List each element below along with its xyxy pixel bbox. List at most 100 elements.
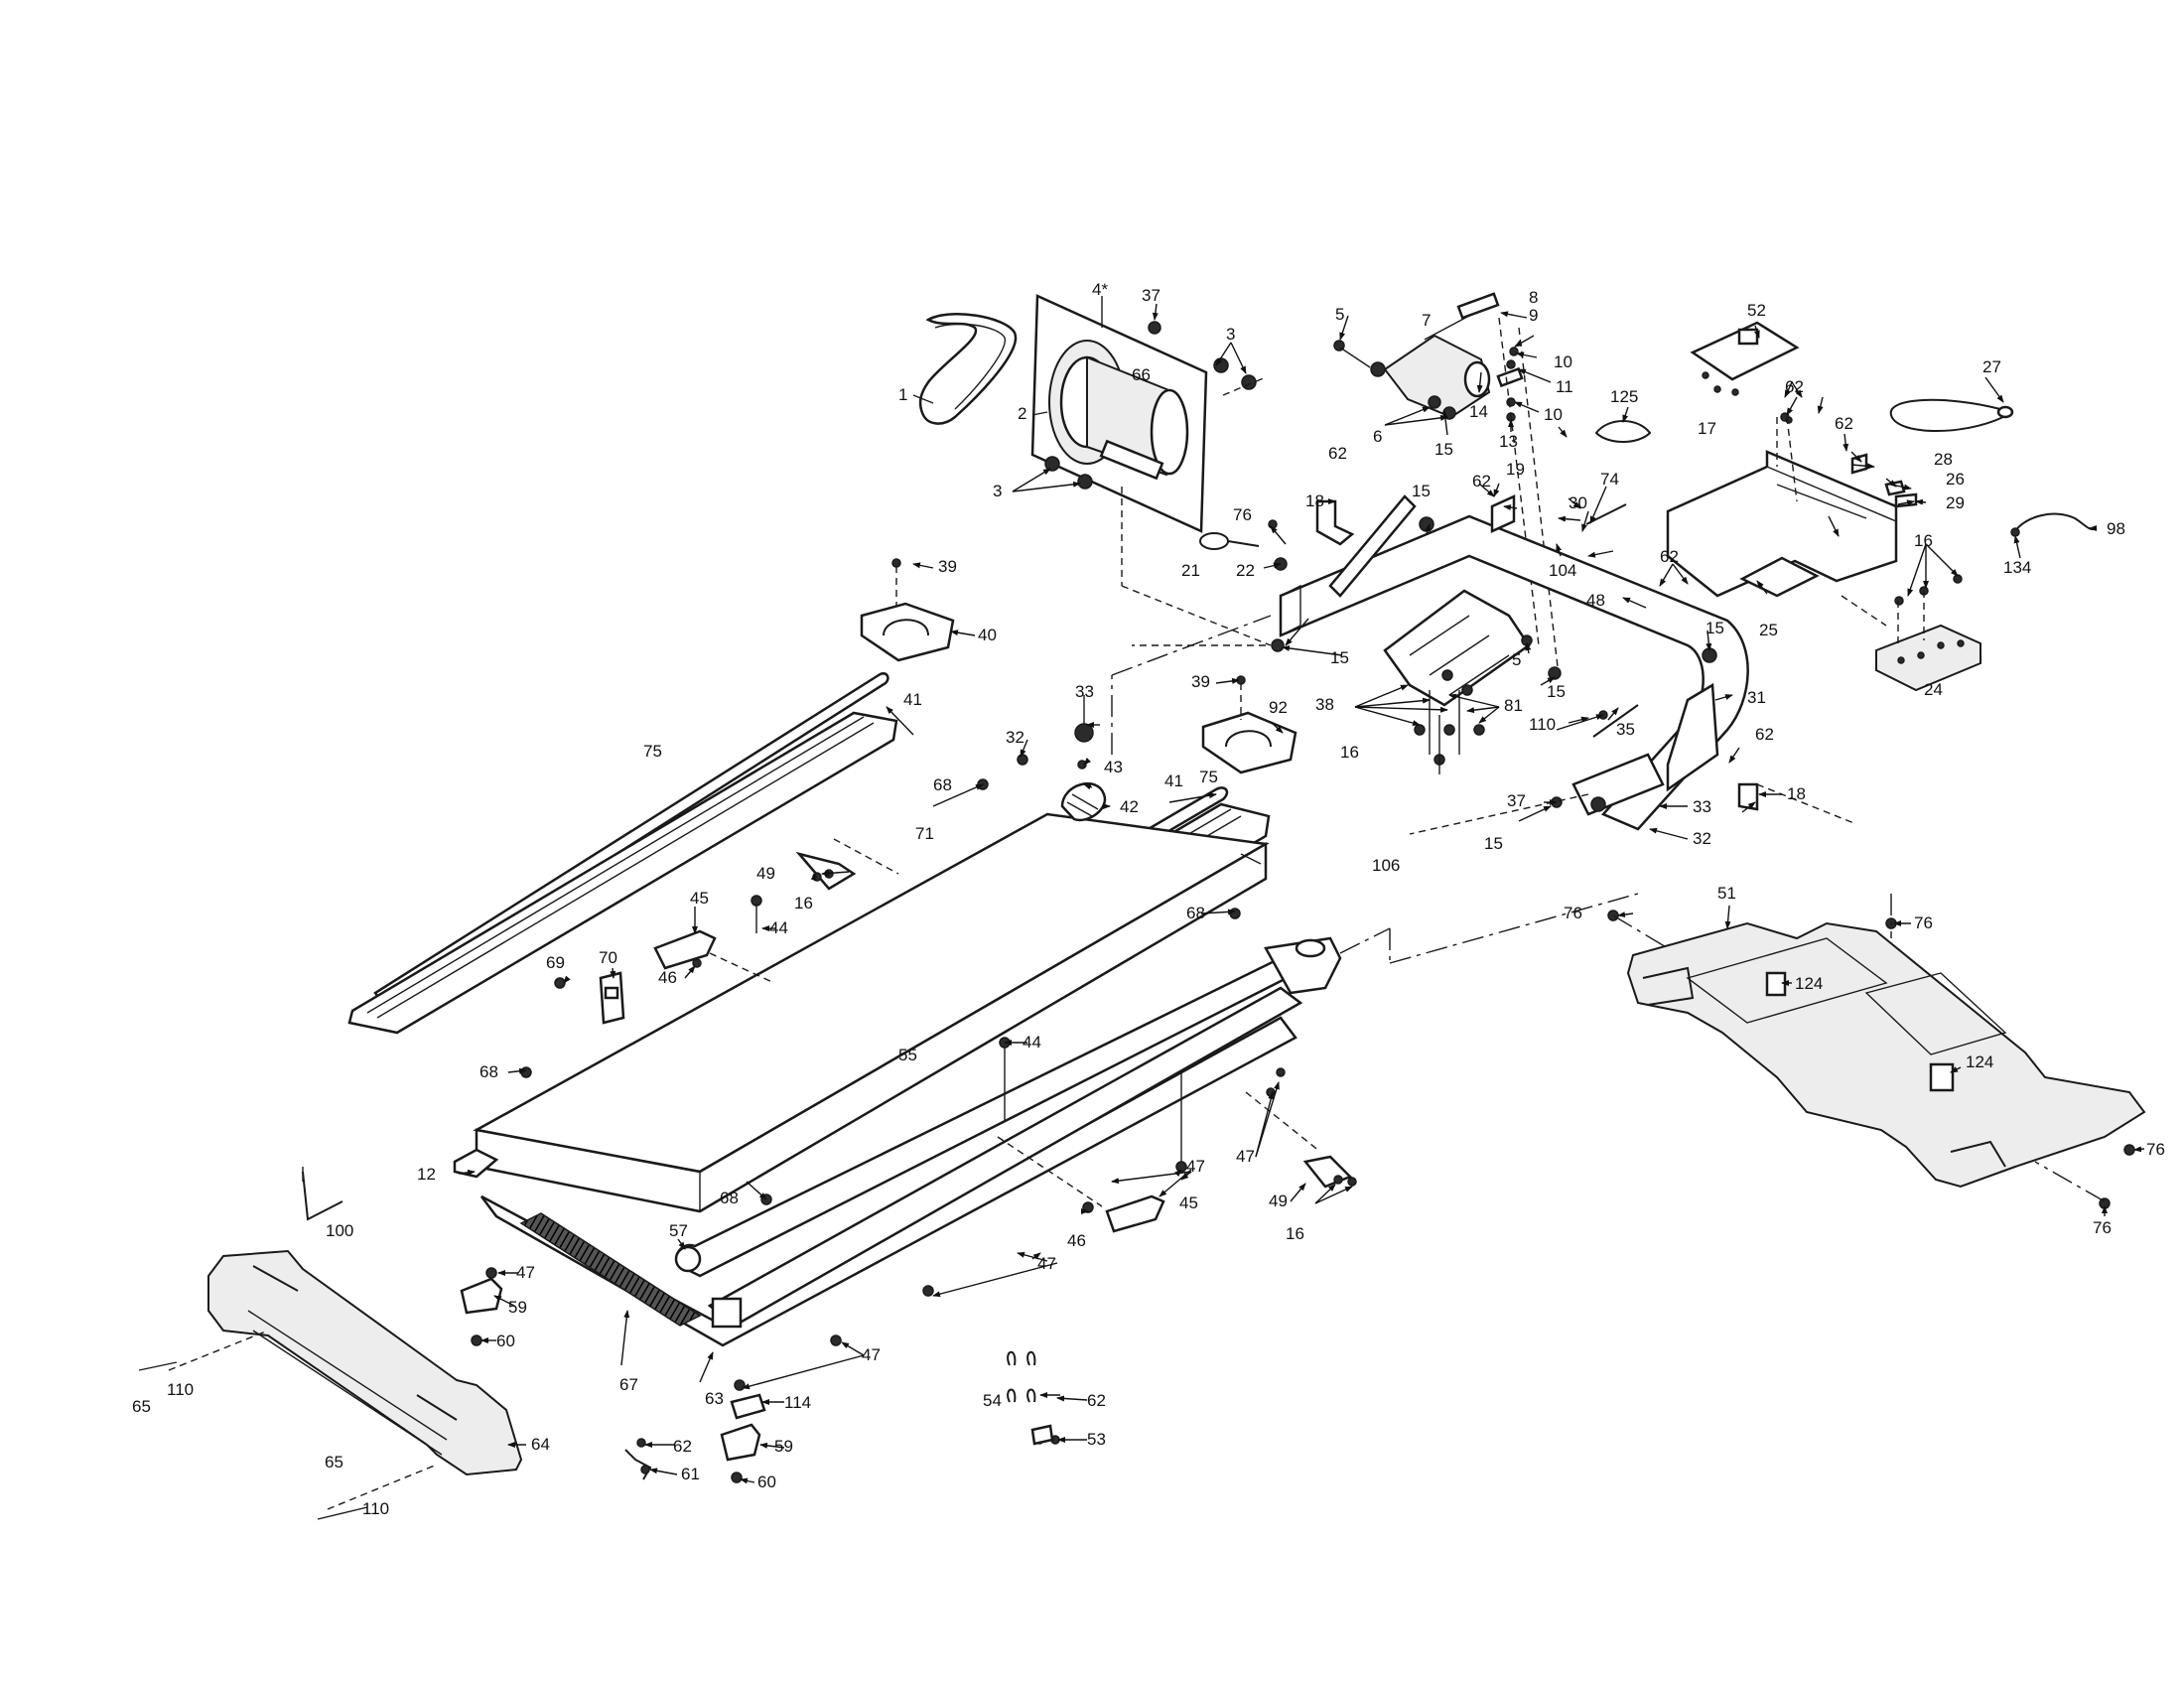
- label-13: 13: [1499, 432, 1518, 451]
- label-114: 114: [784, 1393, 811, 1412]
- bracket-18-bottom: [1737, 782, 1759, 811]
- label-98: 98: [2107, 519, 2125, 538]
- label-16-top-right: 16: [1914, 531, 1933, 550]
- label-104: 104: [1549, 561, 1576, 580]
- fuse-26: [1884, 480, 1906, 496]
- label-59-right: 59: [774, 1437, 793, 1456]
- label-3-top: 3: [1226, 325, 1235, 344]
- label-74: 74: [1600, 470, 1619, 489]
- label-67: 67: [619, 1375, 638, 1394]
- rear-endcap-assembly: [138, 1167, 523, 1520]
- label-24: 24: [1924, 680, 1943, 699]
- label-32-right: 32: [1693, 829, 1711, 848]
- label-110-top: 110: [1529, 715, 1556, 734]
- power-cord-27: [1889, 398, 2004, 432]
- label-110-left: 110: [167, 1380, 194, 1399]
- label-7: 7: [1422, 311, 1431, 330]
- label-75-left: 75: [643, 742, 662, 761]
- label-76-top: 76: [1233, 505, 1252, 524]
- label-37-bottom: 37: [1507, 791, 1526, 810]
- label-18-top: 18: [1305, 491, 1324, 510]
- end-cap-40: [860, 602, 955, 662]
- controller-tray-25: [1666, 450, 1898, 598]
- label-35: 35: [1616, 720, 1635, 739]
- label-106: 106: [1372, 856, 1400, 875]
- label-62-a: 62: [1328, 444, 1347, 463]
- motor-bracket-center: [1383, 589, 1531, 707]
- label-70: 70: [599, 948, 617, 967]
- label-68-a: 68: [933, 775, 952, 794]
- label-43: 43: [1104, 758, 1123, 776]
- label-124-upper: [1765, 971, 1787, 997]
- label-76-hood-left: 76: [1564, 904, 1582, 922]
- clip-53: [1030, 1424, 1054, 1446]
- label-61: 61: [681, 1465, 700, 1483]
- label-53: 53: [1087, 1430, 1106, 1449]
- label-62-b: 62: [1472, 472, 1491, 491]
- label-62-h: 62: [1087, 1391, 1106, 1410]
- label-65-bottom: 65: [325, 1453, 343, 1472]
- frame-side-plate-right: [1666, 682, 1719, 792]
- drive-belt: [918, 313, 1018, 425]
- label-46-right: 46: [1067, 1231, 1086, 1250]
- incline-motor: [1383, 334, 1491, 419]
- label-1: 1: [898, 385, 907, 404]
- label-33-left: 33: [1075, 682, 1094, 701]
- label-30: 30: [1569, 493, 1587, 512]
- label-27: 27: [1982, 357, 2001, 376]
- wire-98: [2014, 512, 2098, 532]
- label-46-left: 46: [658, 968, 677, 987]
- label-4: 4*: [1092, 280, 1108, 299]
- hex-key-100: [302, 1171, 343, 1221]
- label-124-upper: 124: [1795, 974, 1823, 993]
- label-16-mid: 16: [1340, 743, 1359, 762]
- label-62-f: 62: [1755, 725, 1774, 744]
- label-47-c: 47: [516, 1263, 535, 1282]
- label-37-top: 37: [1142, 286, 1160, 305]
- spacer-114: [730, 1393, 766, 1420]
- label-40: 40: [978, 626, 997, 644]
- label-18-bottom: 18: [1787, 784, 1806, 803]
- side-rail-left: [347, 558, 955, 1035]
- label-48: 48: [1586, 591, 1605, 610]
- label-76-hood-right: 76: [1914, 913, 1933, 932]
- filter-24: [1875, 624, 1981, 692]
- label-76-hood-bottom: 76: [2093, 1218, 2112, 1237]
- hood-base-51: [1626, 921, 2146, 1189]
- label-5-top: 5: [1335, 305, 1344, 324]
- label-5-mid: 5: [1512, 650, 1521, 669]
- label-47-b: 47: [1186, 1157, 1205, 1176]
- label-47-d: 47: [1037, 1254, 1056, 1273]
- isolator-45-left: [653, 929, 717, 970]
- loose-hardware: [624, 1350, 1054, 1480]
- bracket-19: [1490, 494, 1516, 533]
- label-62-e: 62: [1660, 547, 1679, 566]
- label-42: 42: [1120, 797, 1139, 816]
- label-125: 125: [1610, 387, 1638, 406]
- label-26: 26: [1946, 470, 1965, 489]
- label-2: 2: [1018, 404, 1026, 423]
- label-15-top: 15: [1434, 440, 1453, 459]
- label-16-left: 16: [794, 894, 813, 912]
- foot-59-right: [720, 1423, 761, 1462]
- tie-54: [1007, 1350, 1036, 1403]
- label-38: 38: [1315, 695, 1334, 714]
- label-64: 64: [531, 1435, 550, 1454]
- label-15-d: 15: [1547, 682, 1566, 701]
- label-29: 29: [1946, 493, 1965, 512]
- controller-board-52: [1690, 321, 1800, 381]
- label-28: 28: [1934, 450, 1953, 469]
- label-3-bottom: 3: [993, 482, 1002, 500]
- hood-base-assembly: [1607, 894, 2146, 1209]
- label-32-left: 32: [1006, 728, 1024, 747]
- end-cap-92: [1201, 711, 1297, 774]
- label-59-left: 59: [508, 1298, 527, 1317]
- label-44-left: 44: [769, 918, 788, 937]
- label-15-c: 15: [1706, 619, 1724, 637]
- label-8: 8: [1529, 288, 1538, 307]
- label-66: 66: [1132, 365, 1151, 384]
- label-68-b: 68: [1186, 904, 1205, 922]
- walking-deck-assembly: [453, 615, 1639, 1347]
- label-62-c: 62: [1785, 377, 1804, 396]
- label-25: 25: [1759, 621, 1778, 639]
